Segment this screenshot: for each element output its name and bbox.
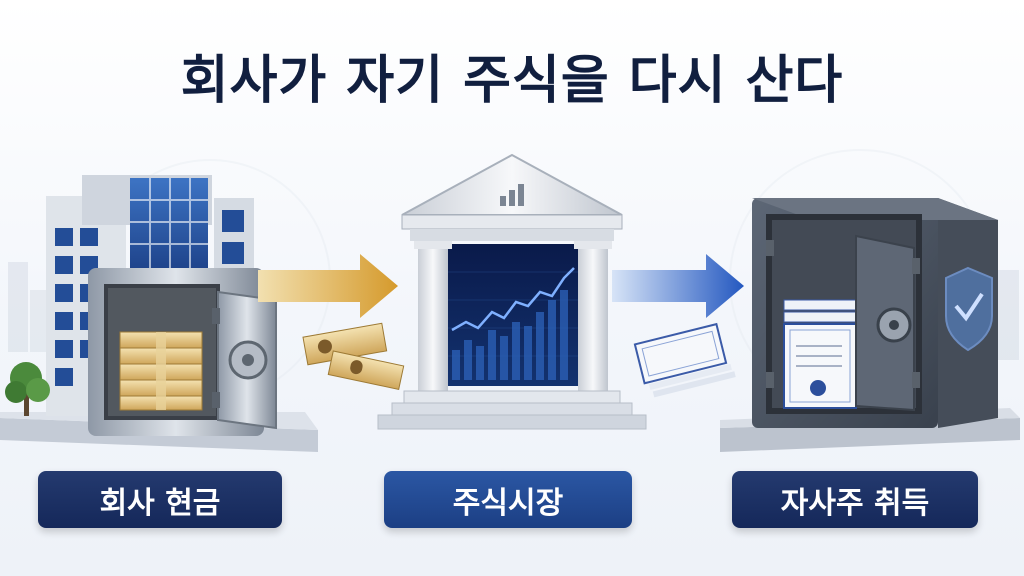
cash-bundle-icon — [119, 331, 203, 411]
step-label-company-cash: 회사 현금 — [38, 471, 282, 528]
page-title: 회사가 자기 주식을 다시 산다 — [180, 51, 844, 111]
chart-logo-icon — [500, 184, 524, 206]
vault-with-certificates-icon — [720, 198, 1020, 452]
step-label-treasury-stock: 자사주 취득 — [732, 471, 978, 528]
stock-exchange-building-icon — [377, 153, 647, 430]
step-label-stock-market: 주식시장 — [384, 471, 632, 528]
arrow-market-to-treasury — [612, 254, 744, 318]
certificate-stack-icon — [633, 322, 736, 398]
arrow-cash-to-market — [258, 254, 398, 318]
safe-with-cash-icon — [88, 268, 277, 436]
shield-check-icon — [945, 266, 993, 352]
tree-icon — [5, 362, 50, 416]
company-cash-illustration — [0, 175, 318, 452]
stock-chart-icon — [448, 267, 578, 380]
flying-cash-icon — [302, 322, 405, 391]
